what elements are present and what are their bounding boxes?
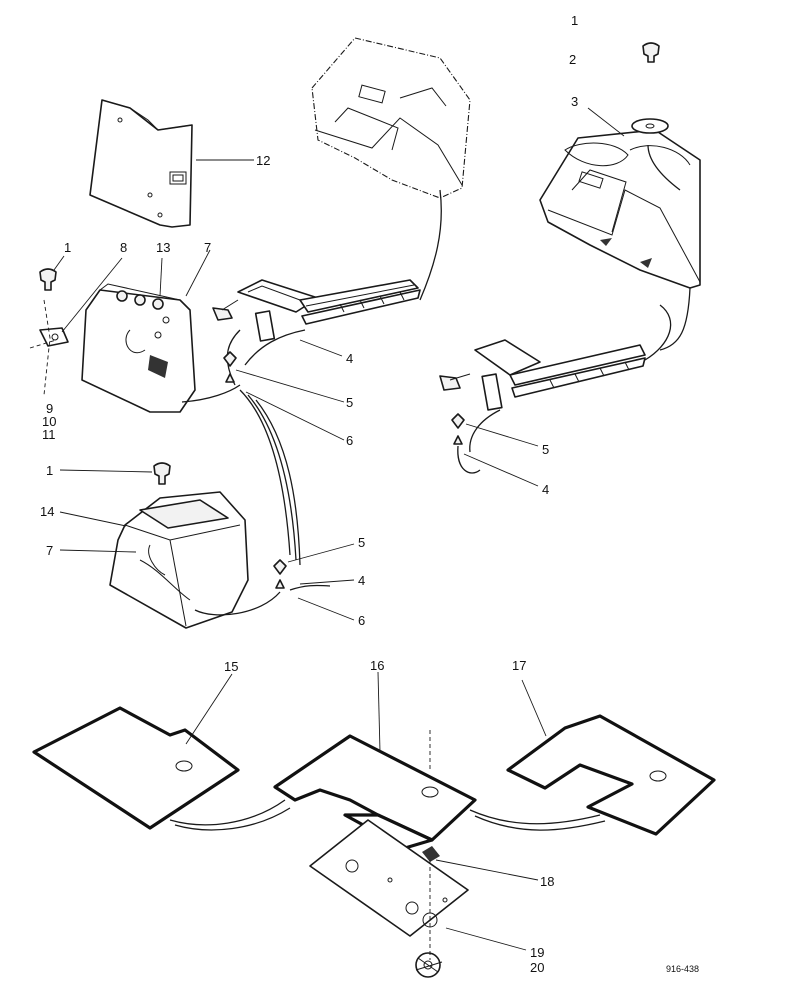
callout-16: 16 [370, 658, 384, 673]
pump-assembly-20 [415, 952, 443, 978]
callout-4: 4 [346, 351, 353, 366]
callout-13: 13 [156, 240, 170, 255]
callout-20: 20 [530, 960, 544, 975]
callout-4: 4 [542, 482, 549, 497]
callout-5: 5 [358, 535, 365, 550]
connector-5-right [451, 413, 465, 445]
floor-mat-17 [506, 714, 716, 836]
callout-18: 18 [540, 874, 554, 889]
mounting-bracket-12 [89, 99, 193, 228]
callout-labels: 1 2 3 12 1 8 13 7 4 5 6 9 10 11 5 4 1 14… [40, 13, 699, 975]
knob-left [39, 268, 57, 291]
callout-11: 11 [42, 427, 56, 442]
lever-assembly-right [439, 304, 672, 453]
switch [134, 294, 146, 306]
callout-10: 10 [42, 414, 56, 429]
callout-8: 8 [120, 240, 127, 255]
callout-2: 2 [569, 52, 576, 67]
callout-15: 15 [224, 659, 238, 674]
upper-control-tower-phantom [311, 37, 471, 301]
callout-1: 1 [46, 463, 53, 478]
leader-lines [29, 107, 625, 960]
bracket-8 [39, 327, 69, 347]
callout-12: 12 [256, 153, 270, 168]
callout-14: 14 [40, 504, 54, 519]
connector-5-lower [273, 559, 287, 589]
callout-7: 7 [46, 543, 53, 558]
floor-mat-15 [32, 706, 240, 830]
drawing-number: 916-438 [666, 964, 699, 974]
lower-console-14 [109, 491, 331, 629]
mounting-plate [631, 118, 669, 134]
callout-17: 17 [512, 658, 526, 673]
lever-assembly-middle [212, 279, 421, 386]
callout-1: 1 [64, 240, 71, 255]
base-plate-19 [309, 819, 469, 937]
callout-9: 9 [46, 401, 53, 416]
knob-lower [153, 462, 171, 485]
pad-18 [422, 846, 440, 862]
switch [152, 298, 164, 310]
callout-3: 3 [571, 94, 578, 109]
callout-6: 6 [358, 613, 365, 628]
cable-harness [181, 384, 481, 566]
switch [116, 290, 128, 302]
hose-connections [169, 799, 606, 831]
connector-5-upper [223, 351, 237, 383]
callout-6: 6 [346, 433, 353, 448]
knob-top-right [642, 42, 660, 63]
right-control-tower [539, 42, 701, 351]
callout-7: 7 [204, 240, 211, 255]
callout-1: 1 [571, 13, 578, 28]
callout-5: 5 [346, 395, 353, 410]
callout-19: 19 [530, 945, 544, 960]
callout-4: 4 [358, 573, 365, 588]
control-box-7 [81, 283, 196, 413]
callout-5: 5 [542, 442, 549, 457]
